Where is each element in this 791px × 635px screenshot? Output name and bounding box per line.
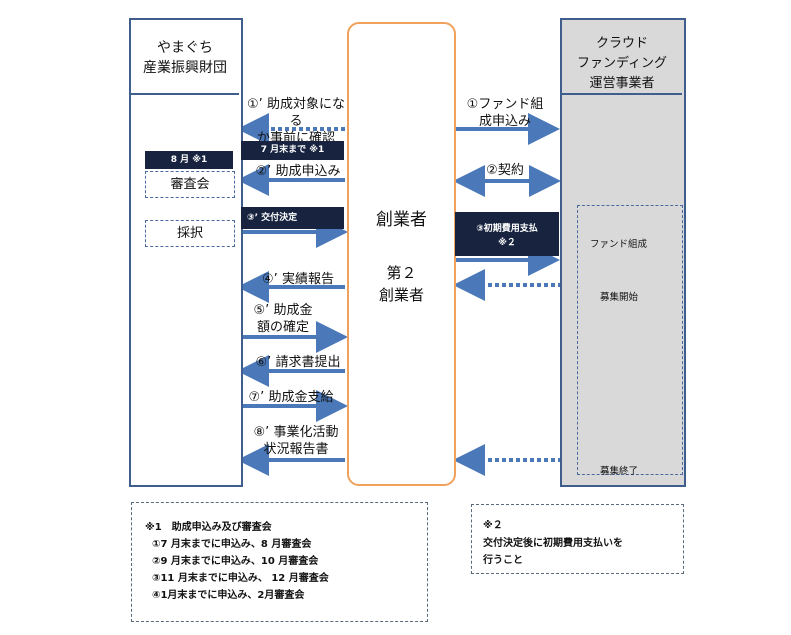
step-contract-label: ②契約 <box>486 163 524 178</box>
step-7-prime-label: ⑦’ 助成金支給 <box>248 390 334 405</box>
note-2-box <box>471 504 684 574</box>
step-1-prime-label: ①’ 助成対象になる か事前に確認 <box>247 97 345 146</box>
fund-formation-label: ファンド組成 <box>590 239 648 250</box>
step-4-prime-label: ④’ 実績報告 <box>262 272 334 287</box>
initial-payment-tag: ③初期費用支払 ※２ <box>455 212 559 256</box>
kofu-decision-tag: ③’ 交付決定 <box>241 207 344 229</box>
deadline-tag: 7 月末まで ※1 <box>241 141 344 160</box>
note-1-item: ④1月末までに申込み、2月審査会 <box>152 590 305 601</box>
review-committee-box: 審査会 <box>145 171 235 198</box>
yamaguchi-foundation-column <box>129 18 243 487</box>
month-tag: 8 月 ※1 <box>145 151 233 169</box>
note-1-box <box>131 502 428 622</box>
recruit-start-label: 募集開始 <box>600 292 639 303</box>
note-1-item: ③11 月末までに申込み、 12 月審査会 <box>152 573 329 584</box>
note-2-line: 交付決定後に初期費用支払いを <box>483 538 623 549</box>
yamaguchi-foundation-header <box>129 18 239 95</box>
step-6-prime-label: ⑥’ 請求書提出 <box>255 355 341 370</box>
note-2-line: 行うこと <box>483 555 523 566</box>
step-2-prime-label: ②’ 助成申込み <box>255 164 341 179</box>
adoption-box: 採択 <box>145 220 235 247</box>
crowdfunding-operator-title: クラウド ファンディング 運営事業者 <box>576 36 668 91</box>
second-founder-title: 第２ 創業者 <box>378 264 424 304</box>
note-1-item: ②9 月末までに申込み、10 月審査会 <box>152 556 319 567</box>
fund-period-box <box>577 205 683 475</box>
note-1-item: ①7 月末までに申込み、8 月審査会 <box>152 539 312 550</box>
step-5-prime-label: ⑤’ 助成金 額の確定 <box>253 303 313 335</box>
step-8-prime-label: ⑧’ 事業化活動 状況報告書 <box>253 425 339 457</box>
note-2-mark: ※２ <box>483 520 503 531</box>
step-fund-apply-label: ①ファンド組 成申込み <box>466 97 544 129</box>
founder-column <box>347 22 456 486</box>
yamaguchi-foundation-title: やまぐち 産業振興財団 <box>143 40 227 76</box>
recruit-end-label: 募集終了 <box>600 466 639 477</box>
note-1-title: ※1 助成申込み及び審査会 <box>145 522 272 533</box>
crowdfunding-operator-header <box>560 18 682 95</box>
founder-title: 創業者 <box>376 210 427 230</box>
